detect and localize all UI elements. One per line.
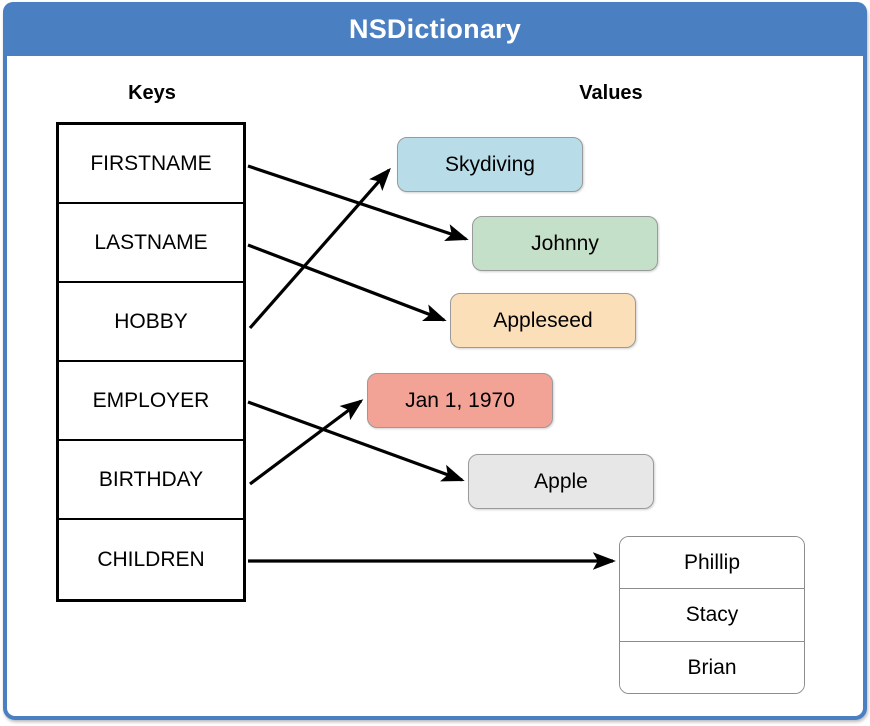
- values-column-heading: Values: [579, 82, 643, 104]
- key-row-hobby[interactable]: HOBBY: [59, 283, 243, 362]
- key-row-lastname[interactable]: LASTNAME: [59, 204, 243, 283]
- child-row-brian[interactable]: Brian: [620, 641, 804, 693]
- keys-table: FIRSTNAME LASTNAME HOBBY EMPLOYER BIRTHD…: [56, 122, 246, 602]
- key-row-firstname[interactable]: FIRSTNAME: [59, 125, 243, 204]
- value-chip-skydiving[interactable]: Skydiving: [397, 137, 583, 192]
- child-row-stacy[interactable]: Stacy: [620, 589, 804, 642]
- key-row-employer[interactable]: EMPLOYER: [59, 362, 243, 441]
- key-row-children[interactable]: CHILDREN: [59, 520, 243, 599]
- value-chip-appleseed[interactable]: Appleseed: [450, 293, 636, 348]
- key-row-birthday[interactable]: BIRTHDAY: [59, 441, 243, 520]
- page-title: NSDictionary: [349, 13, 521, 44]
- value-chip-apple[interactable]: Apple: [468, 454, 654, 509]
- child-row-phillip[interactable]: Phillip: [620, 537, 804, 590]
- children-list: Phillip Stacy Brian: [619, 536, 805, 694]
- value-chip-johnny[interactable]: Johnny: [472, 216, 658, 271]
- window-title-bar: NSDictionary: [3, 2, 867, 56]
- value-chip-birthdate[interactable]: Jan 1, 1970: [367, 373, 553, 428]
- keys-column-heading: Keys: [128, 82, 176, 104]
